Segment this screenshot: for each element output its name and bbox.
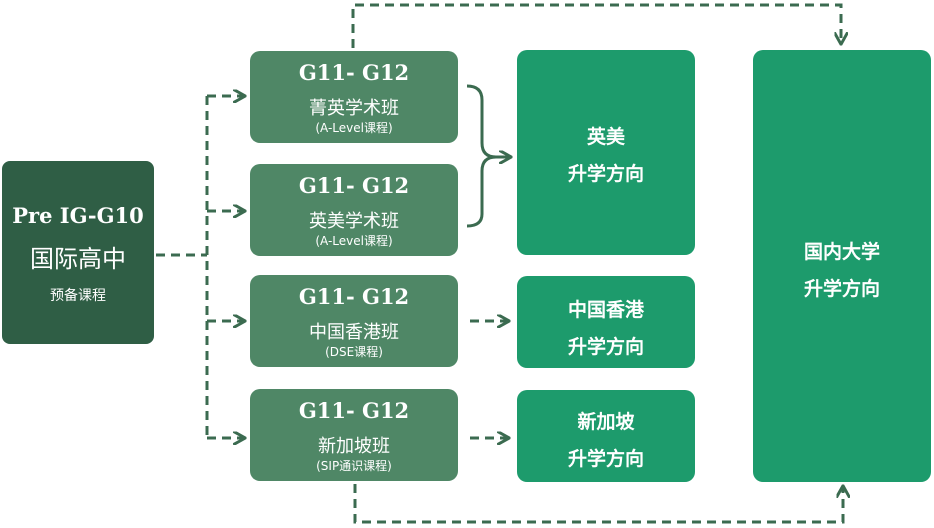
track-curriculum: (A-Level课程): [315, 234, 393, 248]
destination-label: 新加坡: [577, 411, 635, 433]
track-curriculum: (DSE课程): [325, 345, 383, 359]
track-grade: G11- G12: [298, 173, 410, 198]
source-subtitle: 国际高中: [30, 245, 126, 273]
destination-caption: 升学方向: [567, 163, 644, 185]
brace-line: [466, 84, 497, 228]
track-name: 新加坡班: [318, 436, 390, 457]
top-loop-arrow: [351, 3, 841, 48]
destination-uk-us: 英美 升学方向: [517, 50, 695, 255]
track-uk-us-academic: G11- G12 英美学术班 (A-Level课程): [250, 164, 458, 256]
source-node-pre-ig: Pre IG-G10 国际高中 预备课程: [2, 161, 154, 344]
destination-label: 国内大学: [803, 241, 880, 263]
bottom-loop-arrow: [353, 484, 843, 524]
track-curriculum: (A-Level课程): [315, 121, 393, 135]
destination-singapore: 新加坡 升学方向: [517, 390, 695, 482]
destination-label: 中国香港: [567, 299, 644, 321]
track-name: 菁英学术班: [309, 98, 399, 119]
destination-caption: 升学方向: [803, 278, 880, 300]
track-hong-kong: G11- G12 中国香港班 (DSE课程): [250, 275, 458, 367]
destination-label: 英美: [586, 126, 625, 148]
track-singapore: G11- G12 新加坡班 (SIP通识课程): [250, 389, 458, 481]
track-name: 中国香港班: [309, 322, 399, 343]
source-title: Pre IG-G10: [12, 203, 144, 228]
track-grade: G11- G12: [298, 284, 410, 309]
destination-caption: 升学方向: [567, 448, 644, 470]
track-grade: G11- G12: [298, 398, 410, 423]
source-caption: 预备课程: [50, 288, 106, 304]
track-elite-academic: G11- G12 菁英学术班 (A-Level课程): [250, 51, 458, 143]
destination-hong-kong: 中国香港 升学方向: [517, 276, 695, 368]
destination-caption: 升学方向: [567, 336, 644, 358]
track-name: 英美学术班: [309, 211, 399, 232]
track-curriculum: (SIP通识课程): [316, 459, 392, 473]
track-grade: G11- G12: [298, 60, 410, 85]
destination-domestic-university: 国内大学 升学方向: [753, 50, 931, 482]
